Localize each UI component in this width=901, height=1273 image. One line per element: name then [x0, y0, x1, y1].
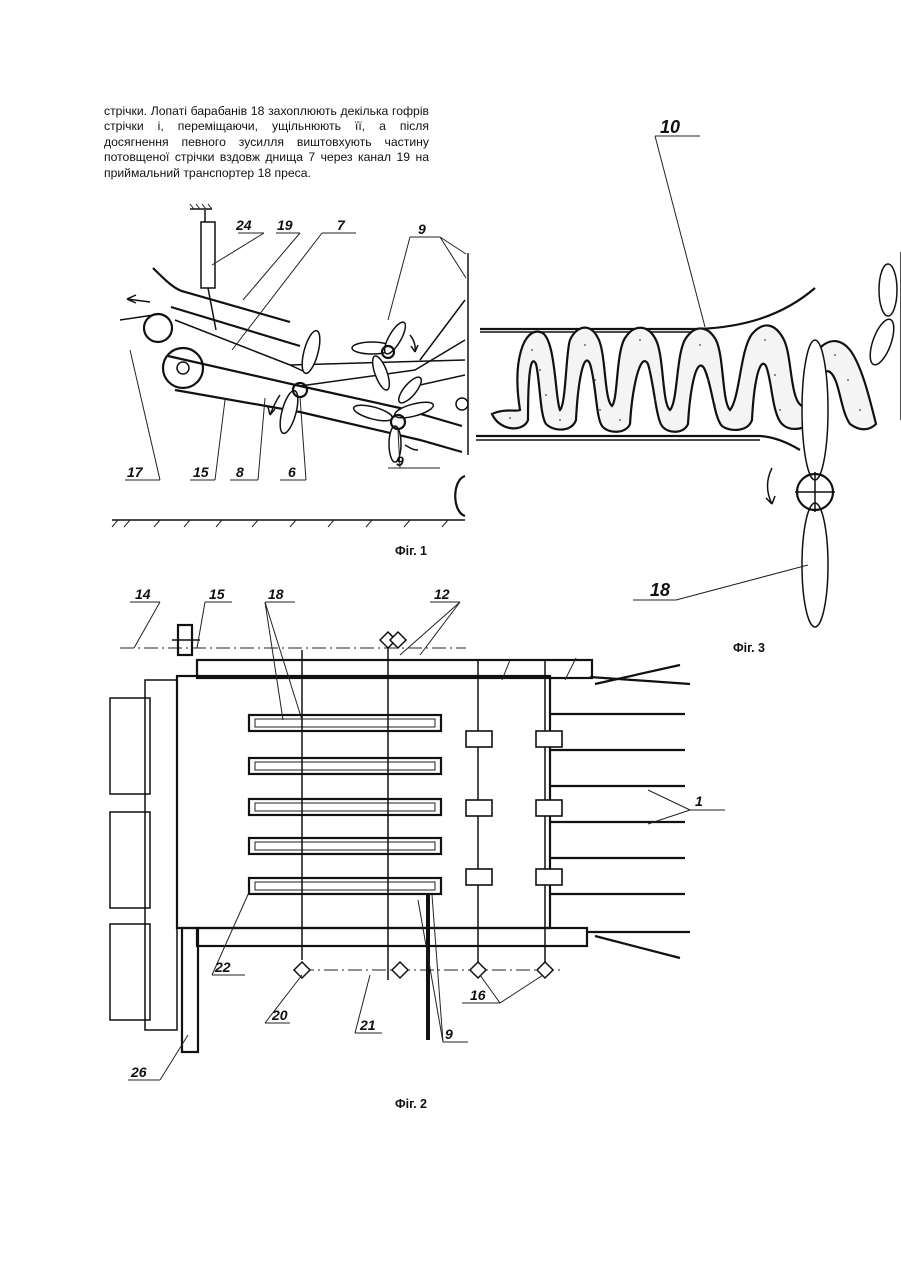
fig3-label-18: 18 — [650, 580, 670, 600]
fig2-label-12: 12 — [434, 586, 450, 602]
figure-3: 10 18 Фіг. 3 — [468, 117, 901, 655]
figure-2: 14 15 18 12 1 22 20 21 16 9 26 Фіг. 2 — [110, 586, 725, 1111]
fig2-caption: Фіг. 2 — [395, 1097, 427, 1111]
fig1-label-9-top: 9 — [418, 221, 426, 237]
figure-1: 24 19 7 9 17 15 8 6 9 Фіг. 1 — [112, 204, 468, 558]
fig2-label-18: 18 — [268, 586, 284, 602]
fig2-label-20: 20 — [271, 1007, 288, 1023]
fig2-label-15: 15 — [209, 586, 225, 602]
fig2-label-1: 1 — [695, 793, 703, 809]
fig3-label-10: 10 — [660, 117, 680, 137]
fig1-label-7: 7 — [337, 217, 346, 233]
fig1-label-8: 8 — [236, 464, 244, 480]
fig2-label-14: 14 — [135, 586, 151, 602]
fig1-label-17: 17 — [127, 464, 144, 480]
fig2-label-9: 9 — [445, 1026, 453, 1042]
fig1-label-24: 24 — [235, 217, 252, 233]
fig1-label-15: 15 — [193, 464, 209, 480]
drum-slots — [249, 715, 441, 894]
fig3-caption: Фіг. 3 — [733, 641, 765, 655]
fig1-label-6: 6 — [288, 464, 296, 480]
fig2-label-16: 16 — [470, 987, 486, 1003]
fig2-label-22: 22 — [214, 959, 231, 975]
fig2-label-21: 21 — [359, 1017, 376, 1033]
fig1-caption: Фіг. 1 — [395, 544, 427, 558]
ground-hatching — [112, 520, 448, 527]
fig1-label-9-bottom: 9 — [396, 453, 404, 469]
fig1-label-19: 19 — [277, 217, 293, 233]
fig2-label-26: 26 — [130, 1064, 147, 1080]
